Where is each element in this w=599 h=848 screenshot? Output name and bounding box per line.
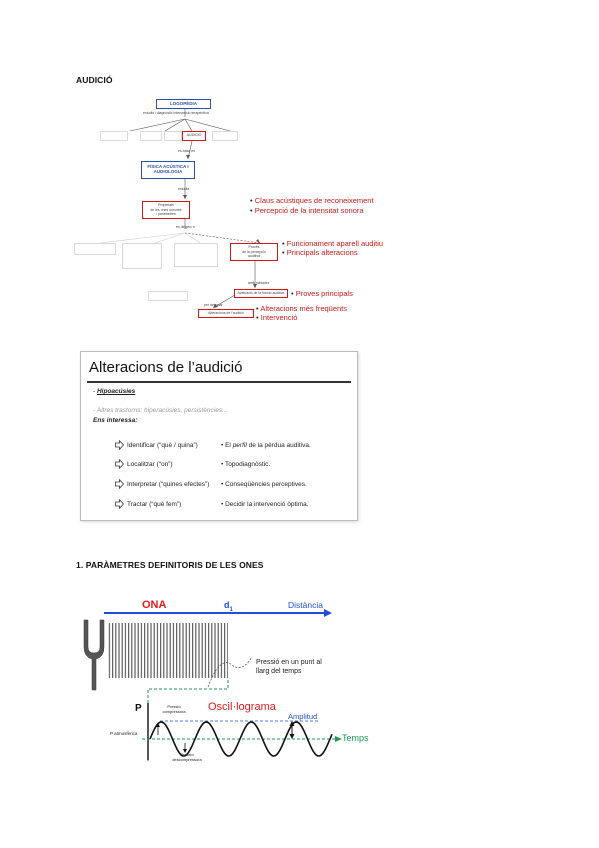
node-faint-8	[148, 291, 188, 301]
hollow-arrow-icon	[115, 499, 124, 509]
hollow-arrow-icon	[115, 440, 124, 450]
link-label-2: estudia	[178, 187, 190, 191]
label-temps: Temps	[342, 733, 369, 743]
section-heading-parametres: 1. PARÀMETRES DEFINITORIS DE LES ONES	[76, 560, 264, 570]
node-fisica-acustica: FÍSICA ACÚSTICA I AUDIOLOGIA	[141, 161, 195, 179]
slide-row-right-3: • Conseqüències perceptives.	[221, 481, 307, 488]
node-propietats: Propietats de les ones sonores i paramet…	[142, 201, 190, 219]
annotation-funcionament: • Funcionament aparell auditiu	[282, 239, 384, 248]
label-distancia: Distància	[288, 600, 323, 610]
slide-row-left-3: Interpretar (“quines efectes”)	[127, 481, 210, 488]
node-faint-4	[212, 131, 238, 141]
annotation-proves: • Proves principals	[291, 289, 353, 298]
tuning-fork-icon	[83, 619, 105, 691]
node-proces-percepcio: Procés de la percepció auditiva	[230, 243, 278, 261]
section-heading-audicio: AUDICIÓ	[76, 75, 113, 85]
node-avaluacio: Avaluació de la funció auditiva	[234, 289, 288, 298]
slide-item-altres: - Altres trastorns: hiperacúsies, persis…	[93, 407, 228, 414]
concept-map: LOGOPÈDIA estudis i diagnòstic intervenc…	[70, 95, 383, 330]
slide-row-left-2: Localitzar (“on”)	[127, 461, 173, 468]
link-label-4: amb mètodes	[248, 281, 270, 285]
node-faint-6	[122, 243, 162, 269]
node-faint-5	[74, 243, 116, 255]
label-pressio-compressora: Pressió compressora	[162, 704, 186, 714]
label-d1: d1	[224, 600, 233, 613]
node-logopedia: LOGOPÈDIA	[156, 99, 211, 109]
label-amplitud: Amplitud	[288, 712, 318, 721]
slide-title: Alteracions de l’audició	[89, 359, 243, 376]
caption-top: estudis i diagnòstic intervenció terapèu…	[143, 111, 209, 115]
node-faint-7	[174, 243, 218, 267]
slide-ens-interessa: Ens interessa:	[93, 417, 138, 424]
concept-map-lines	[99, 109, 261, 309]
slide-row-left-1: Identificar (“què / quina”)	[127, 442, 198, 449]
node-faint-1	[100, 131, 128, 141]
annotation-alteracions-frequents: • Alteracions més freqüents	[256, 304, 348, 313]
slide-alteracions-audicio: Alteracions de l’audició - Hipoacúsies -…	[80, 351, 358, 521]
hollow-arrow-icon	[115, 479, 124, 489]
node-audicio-small: AUDICIÓ	[182, 131, 206, 141]
label-pressio-descompressora: Pressió descompressora	[172, 752, 202, 762]
label-ona: ONA	[142, 599, 167, 611]
label-p-atmosferica: P atmosfèrica	[110, 731, 138, 736]
link-label-1: es basa en	[178, 149, 196, 153]
slide-row-right-4: • Decidir la intervenció òptima.	[221, 501, 309, 508]
wave-diagram: ONA d1 Distància Pressió en un punt al l…	[80, 595, 380, 775]
slide-title-rule	[87, 381, 351, 383]
node-faint-2	[140, 131, 162, 141]
node-faint-3	[164, 131, 182, 141]
label-p: P	[135, 703, 142, 714]
link-label-5: per detectar	[204, 303, 223, 307]
label-oscillograma: Oscil·lograma	[208, 701, 276, 713]
slide-item-hipoacusies: - Hipoacúsies	[93, 388, 136, 395]
label-pressio-punt: Pressió en un punt al llarg del temps	[256, 659, 322, 675]
annotation-percepcio-intensitat: • Percepció de la intensitat sonora	[250, 206, 364, 215]
slide-row-right-2: • Topodiagnòstic.	[221, 461, 271, 468]
node-alteracions: Alteracions de l'audició	[198, 309, 254, 318]
annotation-principals-alteracions: • Principals alteracions	[282, 248, 358, 257]
slide-row-right-1: • El perfil de la pèrdua auditiva.	[221, 442, 311, 449]
hollow-arrow-icon	[115, 459, 124, 469]
annotation-claus-acustiques: • Claus acústiques de reconeixement	[250, 196, 374, 205]
wave-diagram-graphics	[83, 609, 342, 763]
slide-row-left-4: Tractar (“què fem”)	[127, 501, 182, 508]
annotation-intervencio: • Intervenció	[256, 313, 298, 322]
link-label-3: es dirigeix a	[176, 225, 195, 229]
